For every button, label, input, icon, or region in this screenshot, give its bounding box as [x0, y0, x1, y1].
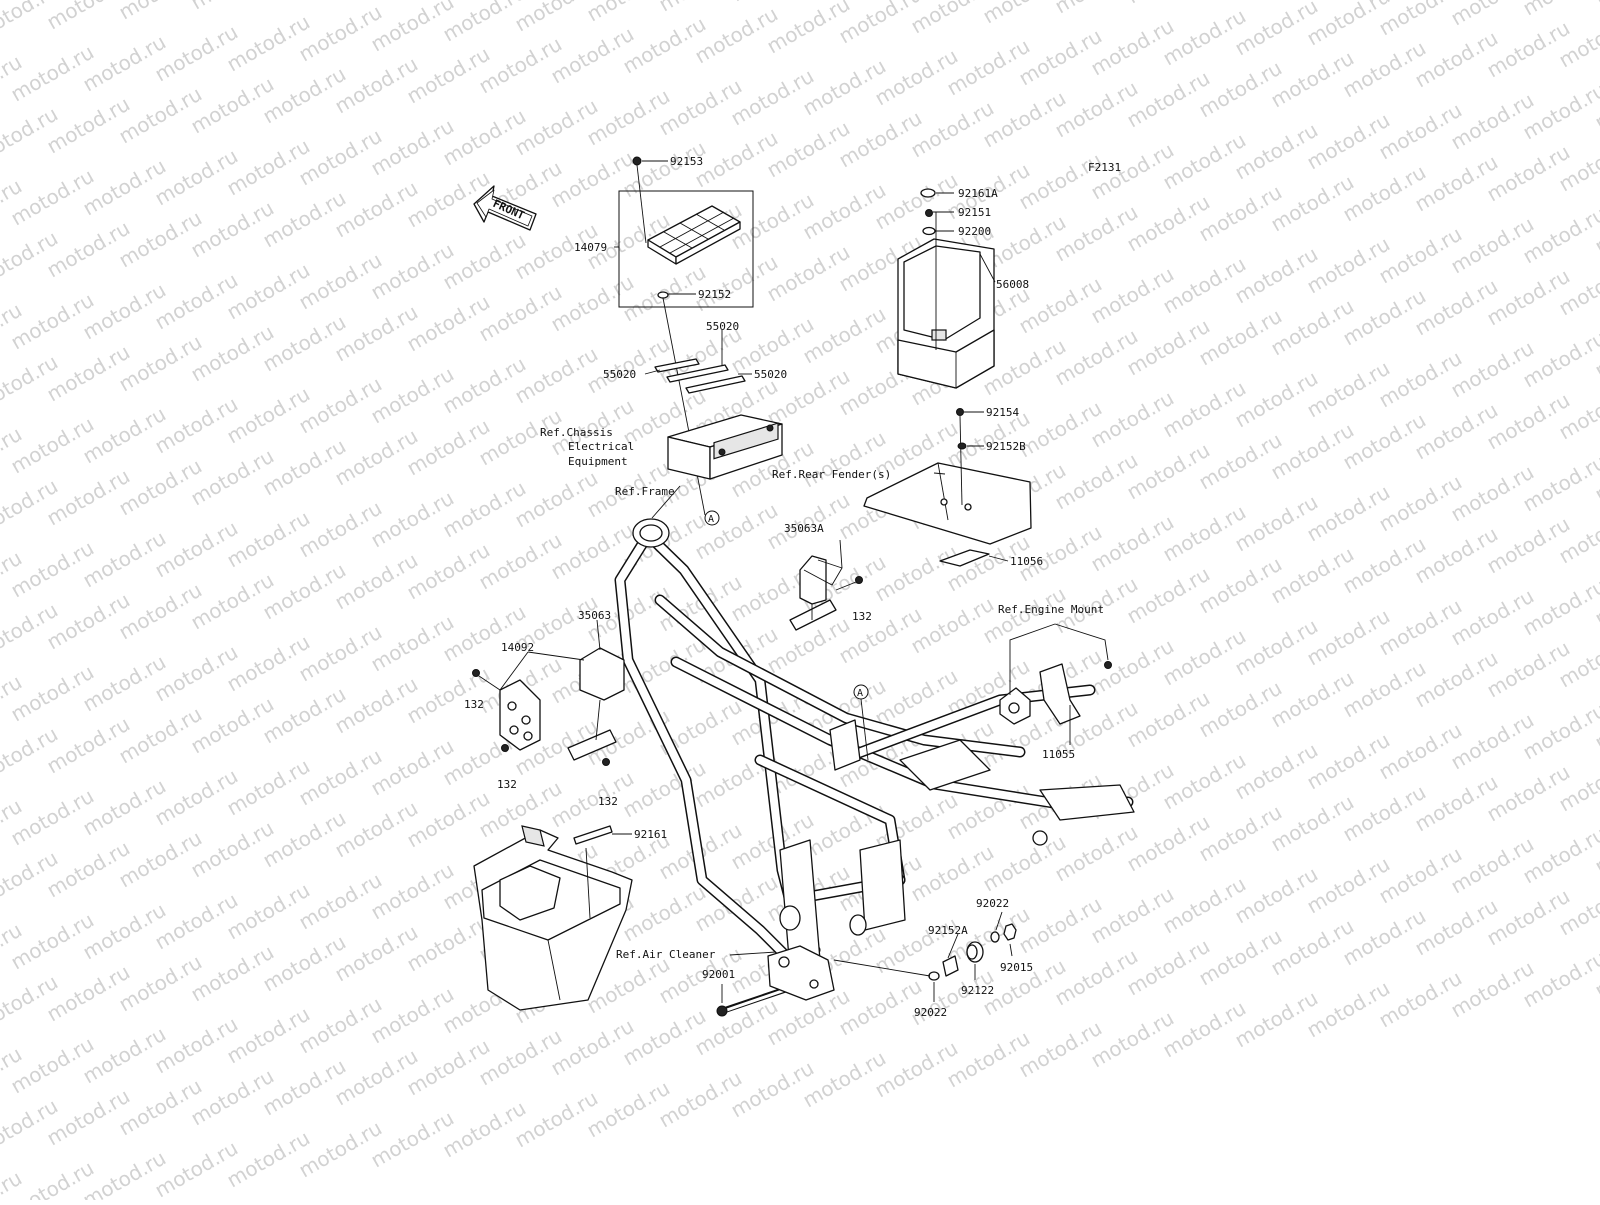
callout-35063: 35063 [578, 609, 611, 622]
callout-92151: 92151 [958, 206, 991, 219]
callout-11055: 11055 [1042, 748, 1075, 761]
callout-92161: 92161 [634, 828, 667, 841]
bolt-132-lower-left [502, 745, 509, 752]
watermark-text: motod.ru [187, 0, 278, 14]
callout-92022-upper: 92022 [976, 897, 1009, 910]
callout-92200: 92200 [958, 225, 991, 238]
watermark-text: motod.ru [259, 0, 350, 4]
callout-132-lower-left: 132 [497, 778, 517, 791]
washer-92022-upper [991, 932, 999, 942]
bolt-132-upper-right [856, 577, 863, 584]
figure-code: F2131 [1088, 161, 1121, 174]
connector-marker-a-upper: A [705, 511, 719, 525]
watermark-text: motod.ru [1591, 0, 1600, 10]
washer-92152B [958, 443, 966, 449]
callout-132-left: 132 [464, 698, 484, 711]
ref-air-cleaner: Ref.Air Cleaner [616, 948, 716, 961]
callout-92001: 92001 [702, 968, 735, 981]
bolt-132-lower [603, 759, 610, 766]
callout-55020-left: 55020 [603, 368, 636, 381]
rubber-cap-92161A [921, 189, 935, 197]
bolt-132-left [473, 670, 480, 677]
callout-92161A: 92161A [958, 187, 998, 200]
svg-text:A: A [857, 688, 863, 699]
nut-92015 [1004, 924, 1016, 940]
callout-92153: 92153 [670, 155, 703, 168]
washer-92152 [658, 292, 668, 298]
callout-14092: 14092 [501, 641, 534, 654]
ref-chassis-line1: Ref.Chassis [540, 426, 613, 439]
watermark-text: motod.ru [1051, 0, 1142, 18]
ref-chassis-line2: Electrical [568, 440, 634, 453]
callout-92122: 92122 [961, 984, 994, 997]
washer-92022-lower [929, 972, 939, 980]
watermark-text: motod.ru [655, 0, 746, 16]
ref-frame: Ref.Frame [615, 485, 675, 498]
ref-chassis-line3: Equipment [568, 455, 628, 468]
callout-55020-top: 55020 [706, 320, 739, 333]
watermark-text: motod.ru [1123, 0, 1214, 8]
callout-92152B: 92152B [986, 440, 1026, 453]
svg-text:A: A [708, 514, 714, 525]
ref-rear-fender: Ref.Rear Fender(s) [772, 468, 891, 481]
callout-55020-right: 55020 [754, 368, 787, 381]
washer-92200 [923, 228, 935, 235]
callout-14079: 14079 [574, 241, 607, 254]
callout-56008: 56008 [996, 278, 1029, 291]
bolt-92151 [926, 210, 933, 217]
callout-92152: 92152 [698, 288, 731, 301]
callout-92022-lower: 92022 [914, 1006, 947, 1019]
bushing-92122 [967, 942, 983, 962]
callout-92152A: 92152A [928, 924, 968, 937]
ref-engine-mount: Ref.Engine Mount [998, 603, 1104, 616]
callout-92015: 92015 [1000, 961, 1033, 974]
callout-92154: 92154 [986, 406, 1019, 419]
callout-35063A: 35063A [784, 522, 824, 535]
callout-132-upper-right: 132 [852, 610, 872, 623]
seal-92161 [574, 826, 612, 844]
callout-11056: 11056 [1010, 555, 1043, 568]
watermark-text: motod.ru [727, 0, 818, 6]
collar-92152A [943, 956, 958, 976]
callout-132-lower: 132 [598, 795, 618, 808]
